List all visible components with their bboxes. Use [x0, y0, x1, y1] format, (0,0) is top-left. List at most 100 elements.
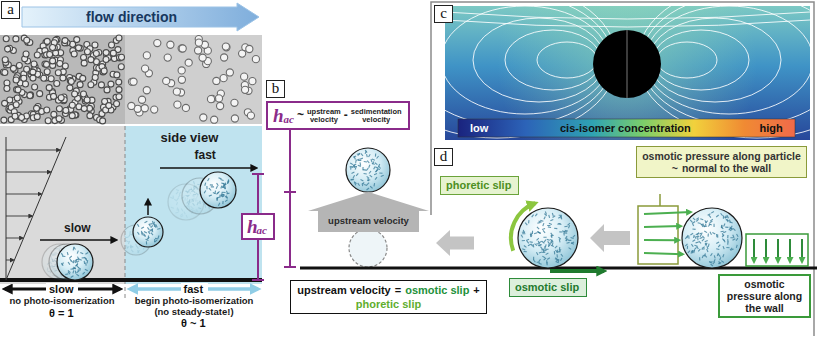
- particle-texture: [547, 258, 550, 260]
- colloid: [32, 84, 38, 90]
- colloid: [34, 52, 40, 58]
- particle-texture: [693, 235, 695, 238]
- colorbar-label: cis-isomer concentration: [560, 122, 692, 135]
- colloid: [45, 118, 51, 124]
- particle-texture: [137, 246, 139, 249]
- panel-a: [0, 35, 264, 300]
- colloid: [21, 75, 27, 81]
- node-text: +: [473, 284, 479, 297]
- particle-texture: [85, 269, 88, 270]
- particle-texture: [193, 181, 194, 184]
- particle-texture: [73, 268, 76, 269]
- former-position: [349, 229, 387, 267]
- particle-texture: [716, 242, 719, 244]
- particle-texture: [726, 220, 729, 221]
- particle-texture: [65, 273, 68, 275]
- particle-texture: [560, 216, 562, 219]
- flow-vector: [6, 194, 41, 195]
- particle-texture: [537, 262, 540, 263]
- colloid: [74, 37, 80, 43]
- particle-texture: [367, 161, 369, 163]
- particle-texture: [539, 251, 542, 253]
- colloid: [223, 44, 230, 51]
- particle-texture: [710, 232, 712, 235]
- colloid: [141, 65, 148, 72]
- particle-texture: [551, 235, 553, 238]
- concentration-glow: [445, 6, 810, 140]
- particle-texture: [721, 213, 723, 215]
- particle-texture: [68, 262, 70, 265]
- particle-texture: [352, 172, 355, 173]
- particle-texture: [547, 239, 550, 241]
- particle-texture: [204, 183, 206, 186]
- colloid: [50, 44, 56, 50]
- particle-texture: [561, 254, 563, 257]
- particle-texture: [558, 224, 561, 225]
- particle-texture: [362, 167, 363, 170]
- particle-texture: [696, 219, 698, 221]
- colloid: [130, 78, 137, 85]
- particle-texture: [525, 223, 527, 225]
- particle-texture: [181, 209, 183, 212]
- particle-texture: [370, 186, 372, 188]
- particle-texture: [372, 161, 373, 164]
- node-text: c: [440, 5, 447, 22]
- panel-letter: d: [434, 148, 453, 166]
- particle-texture: [555, 258, 557, 260]
- particle-texture: [52, 266, 55, 268]
- particle-texture: [367, 183, 369, 185]
- particle-texture: [530, 241, 533, 243]
- colloid: [163, 77, 170, 84]
- particle-texture: [364, 173, 367, 175]
- particle-texture: [355, 182, 356, 185]
- colloid: [252, 56, 259, 63]
- condition-note: (no steady-state!): [154, 307, 235, 318]
- colloid: [182, 104, 189, 111]
- colloid: [34, 114, 40, 120]
- particle-texture: [544, 216, 545, 219]
- particle-texture: [698, 222, 701, 224]
- particle-texture: [176, 189, 179, 190]
- colloid: [24, 37, 30, 43]
- particle-texture: [187, 190, 189, 193]
- colloid: [178, 67, 185, 74]
- pressure-arrow: [644, 225, 681, 228]
- particle-texture: [216, 197, 218, 200]
- streamline: [445, 20, 810, 27]
- particle-texture: [542, 228, 545, 229]
- particle-texture: [688, 236, 689, 239]
- particle-texture: [350, 179, 353, 180]
- particle-texture: [137, 250, 139, 252]
- node-text: upstream velocity: [297, 284, 391, 297]
- particle-texture: [537, 231, 540, 233]
- particle-texture: [692, 228, 695, 230]
- colloid: [93, 51, 99, 57]
- particle-section: [593, 30, 661, 98]
- colloid: [15, 87, 21, 93]
- particle-texture: [185, 191, 188, 193]
- particle-texture: [727, 235, 728, 238]
- colloid: [12, 113, 18, 119]
- colloid: [106, 103, 112, 109]
- particle-texture: [379, 172, 382, 173]
- pressure-note: osmotic pressure along the wall: [718, 274, 811, 318]
- colloid: [77, 82, 83, 88]
- particle-texture: [729, 220, 731, 223]
- particle-texture: [222, 201, 223, 204]
- node-text: phoretic slip: [446, 179, 511, 192]
- colloid: [60, 75, 66, 81]
- particle-texture: [705, 243, 707, 245]
- particle-texture: [535, 214, 537, 216]
- particle-texture: [62, 263, 64, 266]
- particle-texture: [375, 170, 377, 172]
- particle-texture: [149, 229, 151, 231]
- particle-texture: [694, 247, 696, 249]
- particle-texture: [370, 175, 372, 177]
- particle-texture: [52, 259, 53, 262]
- arrow-outline: [308, 192, 429, 232]
- particle-texture: [72, 270, 74, 273]
- node-text: osmotic pressure along the wall: [724, 278, 805, 314]
- colloid: [128, 102, 135, 109]
- coverage-value: θ ~ 1: [181, 317, 207, 330]
- particle-texture: [61, 253, 63, 256]
